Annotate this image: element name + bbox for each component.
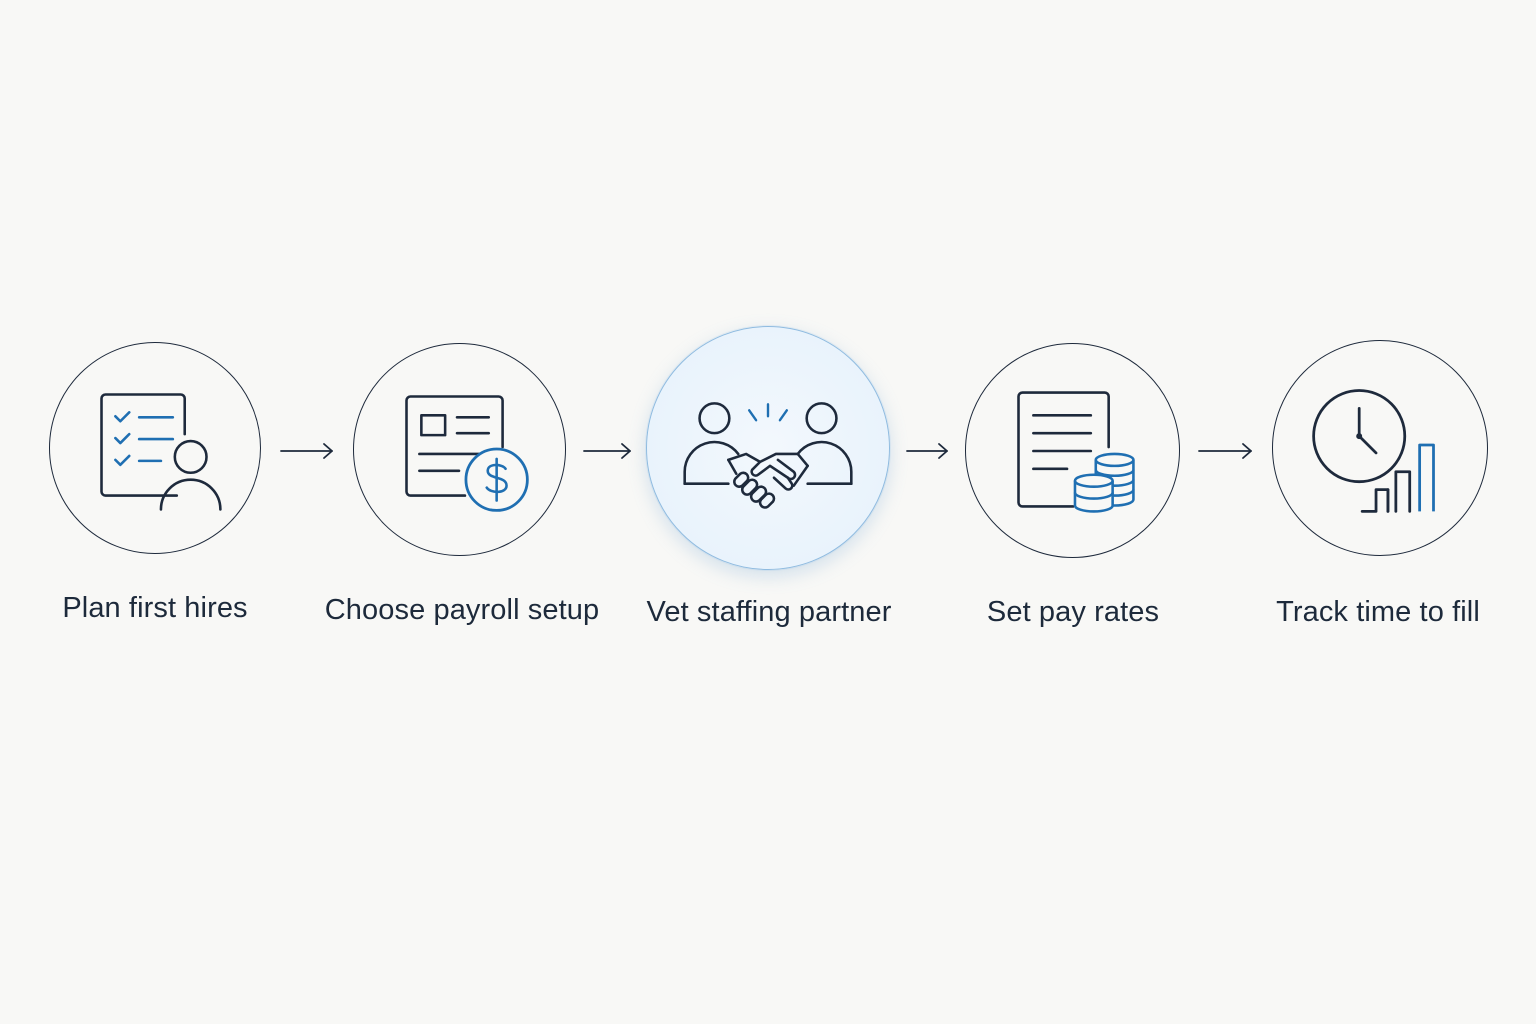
step-2-label: Choose payroll setup bbox=[324, 594, 600, 626]
arrow-right-icon bbox=[582, 441, 638, 461]
arrow-right-icon bbox=[279, 441, 335, 461]
document-dollar-icon bbox=[405, 395, 529, 512]
step-5-circle bbox=[1272, 340, 1488, 556]
step-5-label: Track time to fill bbox=[1276, 596, 1480, 628]
step-3-label: Vet staffing partner bbox=[646, 596, 892, 628]
checklist-person-icon bbox=[100, 393, 222, 511]
arrow-right-icon bbox=[1197, 441, 1253, 461]
arrow-right-icon bbox=[905, 441, 961, 461]
step-1-label: Plan first hires bbox=[62, 592, 248, 624]
step-2-circle bbox=[353, 343, 566, 556]
step-1-circle bbox=[49, 342, 261, 554]
step-3-circle bbox=[646, 326, 890, 570]
step-4-circle bbox=[965, 343, 1180, 558]
step-4-label: Set pay rates bbox=[986, 596, 1160, 628]
document-coins-icon bbox=[1017, 391, 1135, 513]
clock-bar-chart-icon bbox=[1312, 389, 1435, 513]
handshake-people-icon bbox=[683, 402, 853, 509]
